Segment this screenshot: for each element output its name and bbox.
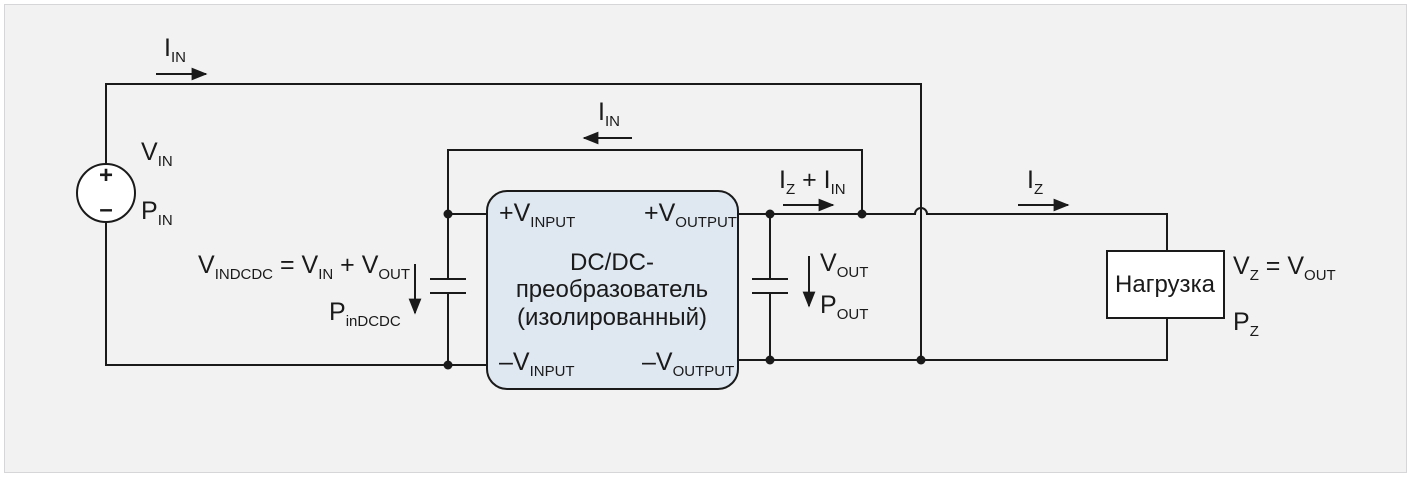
current-label-load: IZ [1027, 166, 1043, 198]
wire-inner-loop [447, 149, 863, 214]
load-box [1106, 250, 1225, 319]
wire-outer-loop [105, 83, 922, 361]
wire-output-plus [738, 207, 1168, 251]
current-label-sum: IZ + IIN [779, 166, 846, 198]
output-power-label: POUT [820, 291, 868, 323]
source-power-label: PIN [141, 197, 173, 229]
source-circle [76, 163, 136, 223]
source-minus-sign: – [99, 196, 112, 223]
junction-input-minus [443, 360, 453, 370]
source-voltage-label: VIN [141, 138, 173, 170]
load: Нагрузка [1106, 250, 1225, 319]
current-label-top: IIN [164, 34, 186, 66]
source-plus-sign: + [99, 162, 113, 189]
wires [105, 83, 1168, 366]
converter-title-line3: (изолированный) [517, 304, 707, 331]
dcdc-converter: +VINPUT +VOUTPUT DC/DC- преобразователь … [486, 190, 739, 390]
wire-output-minus [738, 318, 1168, 361]
converter-minus-output: –VOUTPUT [642, 348, 734, 380]
converter-plus-output: +VOUTPUT [644, 199, 737, 231]
junction-output-minus-loop [916, 355, 926, 365]
load-voltage-equation: VZ = VOUT [1233, 252, 1336, 284]
load-label: Нагрузка [1115, 271, 1216, 298]
converter-box [486, 190, 739, 390]
converter-plus-input: +VINPUT [499, 199, 575, 231]
junctions [443, 209, 926, 370]
wire-source-bottom [105, 222, 448, 366]
converter-minus-input: –VINPUT [499, 348, 575, 380]
junction-input-plus [443, 209, 453, 219]
converter-title-line1: DC/DC- [570, 249, 654, 276]
junction-output-minus-cap [765, 355, 775, 365]
input-voltage-equation: VINDCDC = VIN + VOUT [198, 251, 410, 283]
voltage-source: + – [76, 162, 136, 223]
current-label-inner: IIN [598, 98, 620, 130]
junction-output-plus-cap [765, 209, 775, 219]
input-power-label: PinDCDC [329, 298, 401, 330]
converter-title-line2: преобразователь [516, 276, 708, 303]
output-voltage-label: VOUT [820, 249, 868, 281]
junction-output-plus-loop [857, 209, 867, 219]
load-power-label: PZ [1233, 308, 1259, 340]
